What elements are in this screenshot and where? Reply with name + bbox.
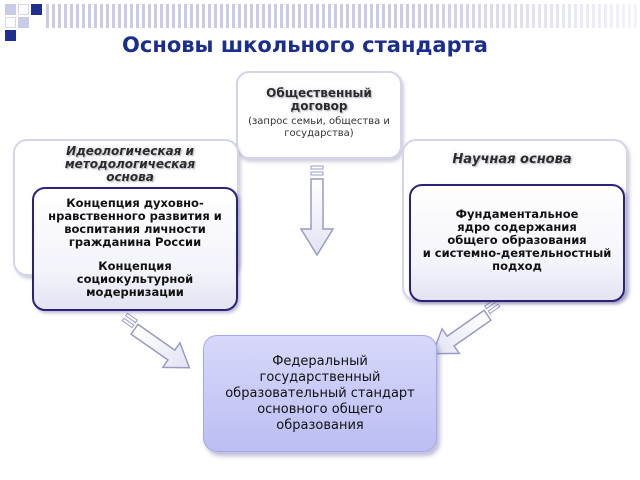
federal-standard-text: Федеральный государственный образователь… bbox=[225, 353, 415, 433]
federal-standard-box: Федеральный государственный образователь… bbox=[203, 335, 437, 452]
fundamental-core-text: Фундаментальное ядро содержания общего о… bbox=[422, 207, 612, 273]
fundamental-core-box: Фундаментальное ядро содержания общего о… bbox=[409, 184, 625, 302]
ideological-basis-label: Идеологическая и методологическая основа bbox=[64, 144, 196, 184]
arrow-down-icon bbox=[299, 165, 335, 257]
public-contract-title: Общественный договор bbox=[266, 86, 372, 113]
decor-square bbox=[31, 4, 42, 15]
scientific-basis-label: Научная основа bbox=[452, 152, 572, 167]
decor-square bbox=[5, 17, 16, 28]
header-stripe-bar bbox=[46, 4, 640, 28]
page-title: Основы школьного стандарта bbox=[122, 33, 488, 57]
decor-square bbox=[5, 4, 16, 15]
concept-sociocultural: Концепция социокультурной модернизации bbox=[76, 259, 194, 299]
arrow-diagonal-left-icon bbox=[121, 312, 191, 369]
public-contract-box: Общественный договор (запрос семьи, обще… bbox=[236, 71, 402, 159]
public-contract-subtitle: (запрос семьи, общества и государства) bbox=[248, 116, 390, 139]
decor-square bbox=[18, 4, 29, 15]
concept-spiritual: Концепция духовно- нравственного развити… bbox=[48, 196, 222, 249]
decor-square bbox=[5, 30, 16, 41]
decor-square bbox=[18, 17, 29, 28]
concept-box: Концепция духовно- нравственного развити… bbox=[32, 187, 238, 311]
